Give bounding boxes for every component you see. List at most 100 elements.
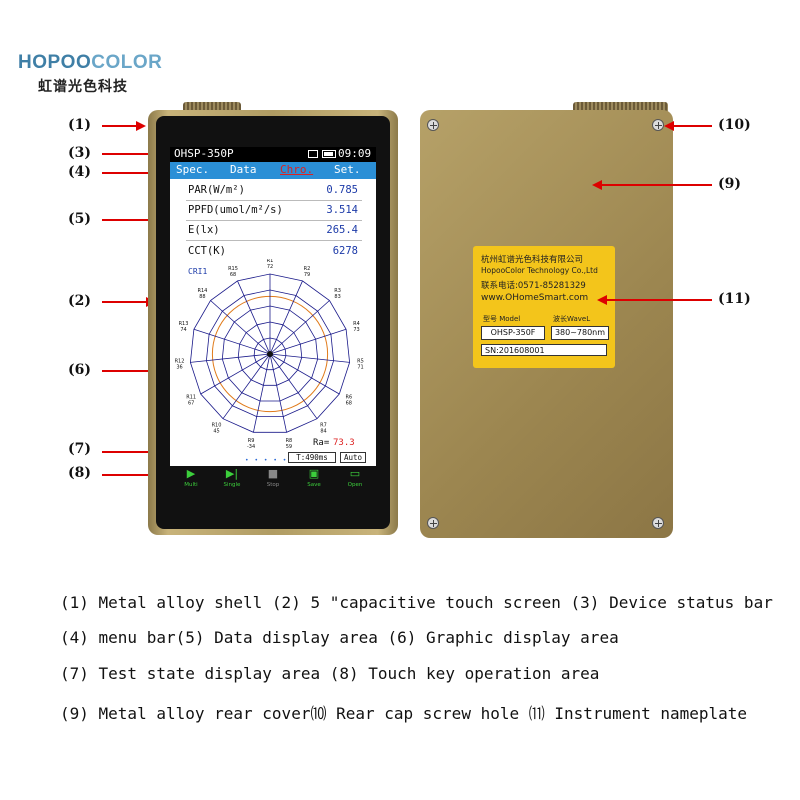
radar-grid-ring bbox=[205, 289, 335, 418]
instrument-nameplate: 杭州虹谱光色科技有限公司 HopooColor Technology Co.,L… bbox=[473, 246, 615, 368]
tab-chro[interactable]: Chro. bbox=[280, 163, 314, 176]
radar-grid-ring bbox=[189, 273, 351, 433]
cri-axis-value-r7: 84 bbox=[320, 429, 326, 435]
cct-value: 6278 bbox=[332, 245, 358, 257]
rear-cap-screw-hole bbox=[427, 517, 439, 529]
cri-axis-label-r14: R14 bbox=[197, 288, 207, 294]
callout-2-label: (2) bbox=[68, 293, 91, 309]
cri-title: CRI1 bbox=[188, 267, 208, 276]
status-time: 09:09 bbox=[338, 147, 372, 160]
step-icon: ▶| bbox=[225, 467, 239, 480]
cri-axis-value-r5: 71 bbox=[357, 365, 363, 371]
progress-dots: • • • • • bbox=[245, 457, 289, 464]
logo-brand-a: HOPOO bbox=[18, 52, 92, 73]
radar-spoke bbox=[253, 353, 271, 433]
stop-button[interactable]: ■Stop bbox=[254, 466, 292, 497]
par-label: PAR(W/m²) bbox=[188, 184, 245, 196]
brand-logo: HOPOOCOLOR 虹谱光色科技 bbox=[18, 52, 162, 96]
radar-grid-ring bbox=[221, 305, 319, 402]
nameplate-wave-value: 380~780nm bbox=[551, 326, 609, 340]
radar-spoke bbox=[269, 353, 287, 433]
radar-spoke bbox=[269, 280, 303, 355]
cri-axis-label-r4: R4 bbox=[353, 321, 360, 327]
cri-axis-value-r6: 68 bbox=[346, 401, 352, 407]
cri-axis-value-r4: 73 bbox=[353, 327, 359, 333]
battery-icon bbox=[322, 150, 336, 158]
cct-label: CCT(K) bbox=[188, 245, 226, 257]
callout-7-label: (7) bbox=[68, 441, 91, 457]
radar-grid-ring bbox=[237, 321, 303, 386]
radar-spoke bbox=[200, 353, 271, 395]
rear-cap-screw-hole bbox=[652, 517, 664, 529]
cri-axis-value-r1: 72 bbox=[267, 264, 273, 270]
lux-value: 265.4 bbox=[326, 224, 358, 236]
cri-axis-label-r1: R1 bbox=[267, 259, 274, 264]
tab-set[interactable]: Set. bbox=[334, 163, 361, 176]
callout-6-label: (6) bbox=[68, 362, 91, 378]
ra-label: Ra= bbox=[313, 438, 330, 448]
callout-11-label: (11) bbox=[718, 291, 751, 307]
save-button[interactable]: ▣Save bbox=[295, 466, 333, 497]
mode-button[interactable]: Auto bbox=[340, 452, 366, 463]
caption-line-2: (4) menu bar(5) Data display area (6) Gr… bbox=[60, 628, 619, 647]
caption-line-1: (1) Metal alloy shell (2) 5 "capacitive … bbox=[60, 593, 773, 612]
status-model: OHSP-350P bbox=[174, 147, 234, 160]
nameplate-wave-label: 波长WaveL bbox=[553, 315, 591, 323]
radar-spoke bbox=[269, 353, 318, 419]
radar-center-dot bbox=[267, 351, 273, 357]
caption-line-3: (7) Test state display area (8) Touch ke… bbox=[60, 664, 600, 683]
device-status-bar: OHSP-350P 09:09 bbox=[170, 147, 376, 162]
cri-axis-label-r15: R15 bbox=[228, 266, 238, 272]
cri-axis-label-r11: R11 bbox=[186, 395, 196, 401]
caption-line-4: (9) Metal alloy rear cover⑽ Rear cap scr… bbox=[60, 704, 748, 723]
cri-axis-label-r7: R7 bbox=[320, 423, 327, 429]
row-divider bbox=[186, 200, 362, 201]
sd-card-icon bbox=[308, 150, 318, 158]
play-icon: ▶ bbox=[186, 467, 196, 480]
callout-5-label: (5) bbox=[68, 211, 91, 227]
cri-axis-label-r13: R13 bbox=[179, 321, 189, 327]
cri-axis-label-r6: R6 bbox=[345, 395, 352, 401]
cri-axis-value-r14: 88 bbox=[199, 294, 205, 300]
callout-1-label: (1) bbox=[68, 117, 91, 133]
radar-spoke bbox=[269, 353, 340, 395]
nameplate-serial: SN:201608001 bbox=[481, 344, 607, 356]
multi-button[interactable]: ▶Multi bbox=[172, 466, 210, 497]
logo-subtitle: 虹谱光色科技 bbox=[38, 79, 128, 95]
radar-spoke bbox=[269, 300, 330, 355]
radar-spoke bbox=[269, 328, 347, 355]
radar-spoke bbox=[193, 328, 271, 355]
nameplate-website: www.OHomeSmart.com bbox=[481, 293, 589, 303]
test-time-field: T:490ms bbox=[288, 452, 336, 463]
cri-axis-label-r8: R8 bbox=[286, 438, 293, 444]
open-button[interactable]: ▭Open bbox=[336, 466, 374, 497]
cri-axis-value-r3: 83 bbox=[334, 294, 340, 300]
cri-axis-value-r2: 79 bbox=[304, 272, 310, 278]
tab-spec[interactable]: Spec. bbox=[176, 163, 210, 176]
ppfd-value: 3.514 bbox=[326, 204, 358, 216]
row-divider bbox=[186, 220, 362, 221]
tab-data[interactable]: Data bbox=[230, 163, 257, 176]
rear-cap-screw-hole bbox=[427, 119, 439, 131]
cri-axis-label-r3: R3 bbox=[334, 288, 341, 294]
single-button[interactable]: ▶|Single bbox=[213, 466, 251, 497]
callout-10-label: (10) bbox=[718, 117, 751, 133]
radar-spoke bbox=[190, 353, 271, 363]
cri-axis-value-r8: 59 bbox=[286, 444, 292, 450]
cri-axis-label-r10: R10 bbox=[212, 423, 222, 429]
cri-axis-label-r9: R9 bbox=[248, 438, 255, 444]
radar-spoke bbox=[237, 280, 271, 355]
menu-bar: Spec. Data Chro. Set. bbox=[170, 162, 376, 179]
nameplate-company-cn: 杭州虹谱光色科技有限公司 bbox=[481, 255, 584, 265]
stop-icon: ■ bbox=[267, 467, 279, 480]
cri-axis-value-r13: 74 bbox=[180, 327, 186, 333]
touch-screen[interactable]: OHSP-350P 09:09 Spec. Data Chro. Set. PA… bbox=[170, 147, 376, 497]
touch-key-area: ▶Multi ▶|Single ■Stop ▣Save ▭Open bbox=[170, 466, 376, 497]
radar-spoke bbox=[269, 353, 350, 363]
test-state-area: • • • • • T:490ms Auto bbox=[170, 452, 376, 464]
cri-axis-value-r15: 68 bbox=[230, 272, 236, 278]
par-value: 0.785 bbox=[326, 184, 358, 196]
radar-spoke bbox=[222, 353, 271, 419]
cri-axis-label-r12: R12 bbox=[175, 359, 185, 365]
